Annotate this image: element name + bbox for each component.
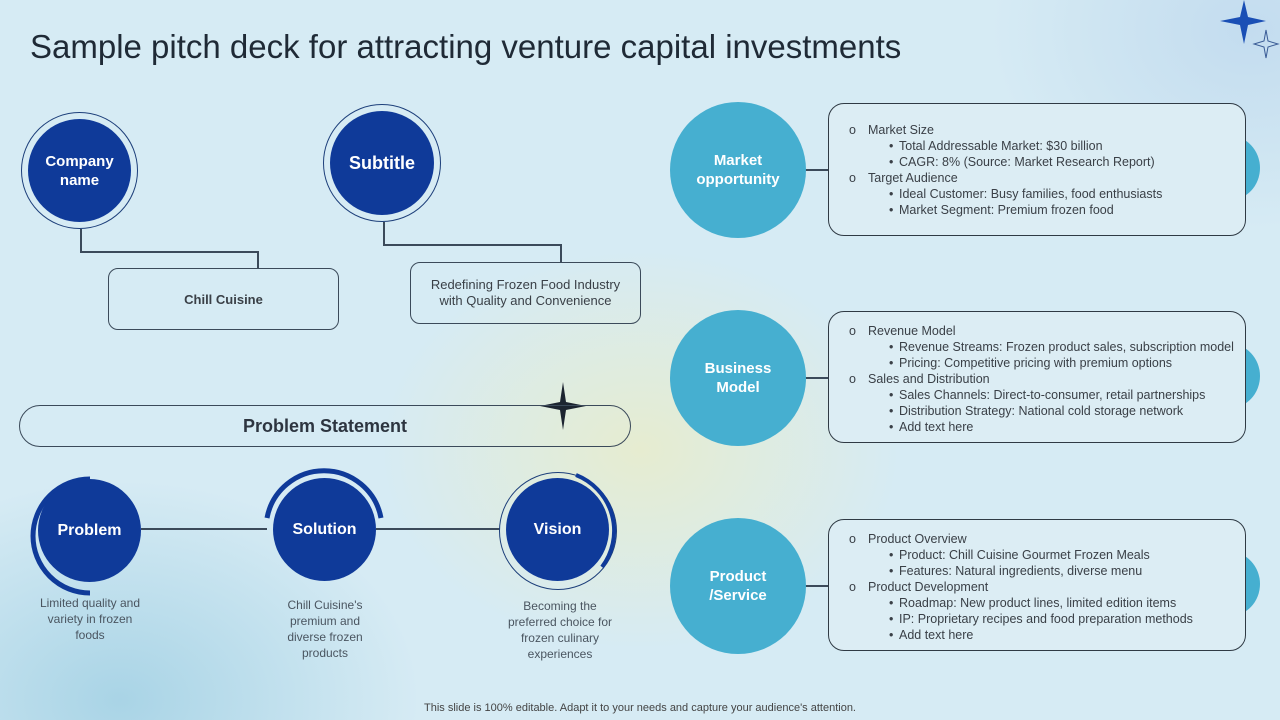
list-item: CAGR: 8% (Source: Market Research Report… bbox=[849, 154, 1235, 170]
list-item: Distribution Strategy: National cold sto… bbox=[849, 403, 1235, 419]
subtitle-ring bbox=[323, 104, 441, 222]
list-item: Add text here bbox=[849, 419, 1235, 435]
list-item: IP: Proprietary recipes and food prepara… bbox=[849, 611, 1235, 627]
list-item: Sales Channels: Direct-to-consumer, reta… bbox=[849, 387, 1235, 403]
list-item: Add text here bbox=[849, 627, 1235, 643]
problem-circle: Problem bbox=[38, 479, 141, 582]
vision-caption: Becoming the preferred choice for frozen… bbox=[507, 599, 613, 661]
list-item: Pricing: Competitive pricing with premiu… bbox=[849, 355, 1235, 371]
market-opportunity-circle: Market opportunity bbox=[670, 102, 806, 238]
subtitle-label: Subtitle bbox=[349, 152, 415, 173]
problem-statement-label: Problem Statement bbox=[242, 415, 408, 436]
solution-caption: Chill Cuisine's premium and diverse froz… bbox=[287, 598, 363, 660]
list-item: Total Addressable Market: $30 billion bbox=[849, 138, 1235, 154]
list-item: Product: Chill Cuisine Gourmet Frozen Me… bbox=[849, 547, 1235, 563]
vision-circle: Vision bbox=[506, 478, 609, 581]
footer-note: This slide is 100% editable. Adapt it to… bbox=[424, 702, 856, 714]
page-title: Sample pitch deck for attracting venture… bbox=[30, 28, 902, 65]
list-item: Revenue Streams: Frozen product sales, s… bbox=[849, 339, 1235, 355]
market-opportunity-label: Market opportunity bbox=[696, 152, 780, 188]
list-item: Roadmap: New product lines, limited edit… bbox=[849, 595, 1235, 611]
star-icon bbox=[540, 382, 586, 430]
subtitle-value: Redefining Frozen Food Industry with Qua… bbox=[430, 277, 621, 308]
problem-statement-bar: Problem Statement bbox=[19, 405, 631, 447]
product-service-label: Product /Service bbox=[709, 568, 767, 604]
business-model-label: Business Model bbox=[704, 360, 772, 396]
subtitle-circle: Subtitle bbox=[330, 111, 434, 215]
vision-arc bbox=[575, 473, 617, 569]
list-item: Features: Natural ingredients, diverse m… bbox=[849, 563, 1235, 579]
solution-circle: Solution bbox=[273, 478, 376, 581]
subtitle-value-box: Redefining Frozen Food Industry with Qua… bbox=[410, 262, 641, 324]
product-service-circle: Product /Service bbox=[670, 518, 806, 654]
sparkle-icon bbox=[1220, 0, 1280, 59]
company-value: Chill Cuisine bbox=[184, 291, 263, 307]
company-name-circle: Company name bbox=[28, 119, 131, 222]
problem-caption: Limited quality and variety in frozen fo… bbox=[39, 596, 141, 642]
company-value-box: Chill Cuisine bbox=[108, 268, 339, 330]
solution-arc bbox=[264, 468, 384, 519]
vision-label: Vision bbox=[533, 520, 582, 538]
company-ring bbox=[21, 112, 138, 229]
business-model-circle: Business Model bbox=[670, 310, 806, 446]
company-name-label: Company name bbox=[45, 152, 114, 189]
list-item: Ideal Customer: Busy families, food enth… bbox=[849, 186, 1235, 202]
solution-label: Solution bbox=[292, 520, 357, 538]
vision-ring bbox=[499, 472, 617, 590]
problem-label: Problem bbox=[57, 521, 122, 539]
list-item: Market Segment: Premium frozen food bbox=[849, 202, 1235, 218]
